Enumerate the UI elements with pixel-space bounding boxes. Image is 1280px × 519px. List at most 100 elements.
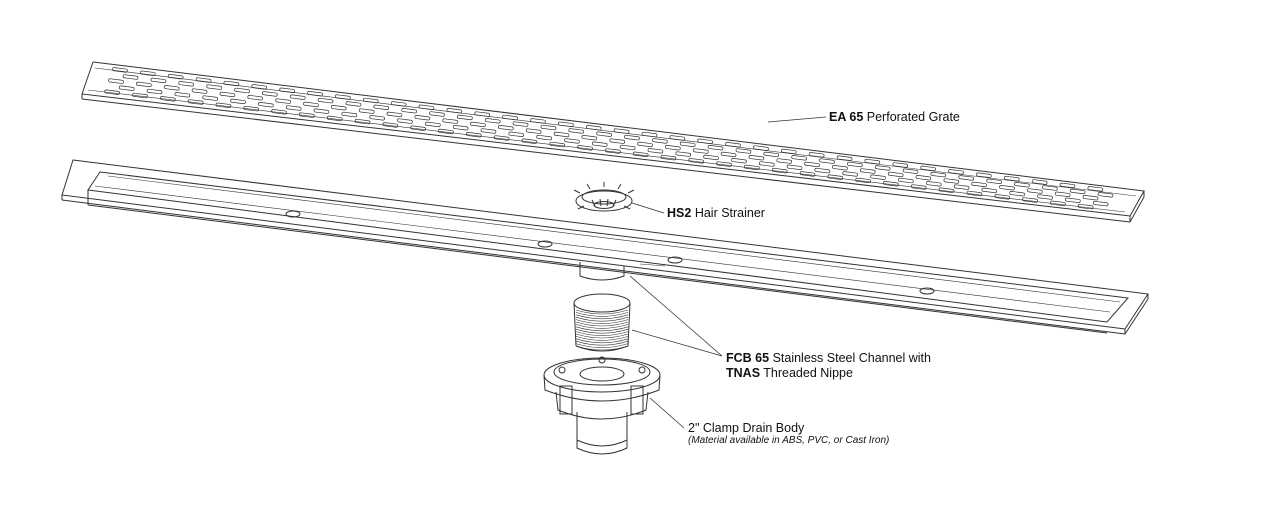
grate-slot	[122, 74, 139, 80]
grate-slot	[669, 135, 686, 141]
grate-slot	[303, 101, 319, 108]
grate-slot	[971, 181, 987, 188]
grate-slot	[530, 118, 546, 124]
grate-slot	[498, 125, 514, 131]
grate-slot	[716, 161, 732, 167]
thread-line	[575, 316, 629, 322]
grate-slot	[870, 174, 886, 180]
leader-lines	[629, 116, 827, 429]
grate-slot	[150, 77, 167, 84]
grate-slot	[108, 78, 124, 84]
grate-slot	[139, 70, 156, 76]
grate-slot	[688, 158, 705, 164]
grate-slot	[836, 155, 853, 161]
grate-slot	[938, 187, 955, 193]
grate-slot	[735, 148, 752, 154]
grate-slot	[160, 96, 176, 102]
grate-slot	[892, 162, 909, 168]
grate-slot	[776, 158, 793, 164]
grate-slot	[187, 99, 204, 105]
thread-line	[575, 336, 629, 341]
grate-code: EA 65	[829, 110, 864, 124]
grate-slot	[799, 171, 816, 177]
grate-slot	[558, 121, 574, 127]
grate-slot	[883, 181, 899, 187]
grate-slot	[1009, 191, 1025, 197]
grate-slot	[647, 148, 664, 154]
grate-slot	[763, 151, 780, 158]
grate-slot	[112, 67, 128, 73]
grate-slot	[299, 112, 315, 118]
grate-slot	[425, 121, 441, 128]
threaded-nipple	[573, 293, 631, 352]
thread-line	[575, 326, 629, 332]
grate-slot	[915, 175, 932, 181]
thread-line	[575, 328, 629, 334]
grate-slot	[215, 102, 232, 108]
thread-line	[575, 312, 629, 317]
grate-slot	[1027, 188, 1043, 194]
grate-slot	[206, 84, 222, 90]
grate-slot	[814, 167, 831, 174]
grate-slot	[864, 158, 881, 165]
grate-slot	[317, 97, 334, 104]
grate-slot	[521, 138, 538, 144]
grate-slot	[847, 161, 863, 168]
grate-slot	[842, 171, 859, 177]
grate-slot	[289, 94, 306, 100]
grate-slot	[146, 88, 163, 95]
grate-slot	[223, 80, 240, 87]
grate-slot	[994, 194, 1011, 200]
thread-line	[575, 331, 629, 336]
grate-slot	[362, 97, 379, 104]
channel-label: FCB 65 Stainless Steel Channel with TNAS…	[726, 351, 931, 381]
grate-slot	[910, 184, 927, 190]
grate-slot	[819, 158, 835, 164]
grate-slot	[195, 77, 212, 83]
grate-slot	[675, 151, 692, 157]
grate-slot	[619, 144, 636, 151]
grate-slot	[771, 167, 788, 174]
grate-slot	[493, 135, 510, 141]
grate-slot	[902, 168, 919, 174]
grate-slot	[330, 105, 347, 111]
grate-slot	[386, 111, 403, 118]
strainer-text: Hair Strainer	[694, 206, 765, 220]
grate-slot	[178, 81, 195, 87]
grate-slot	[174, 92, 191, 98]
clamp-drain-body	[543, 356, 661, 455]
grate-slot	[692, 148, 709, 154]
grate-slot	[1059, 182, 1076, 189]
thread-line	[575, 321, 629, 327]
grate-slot	[313, 108, 330, 114]
grate-slot	[609, 138, 626, 144]
grate-slot	[1087, 186, 1104, 192]
grate-slot	[136, 81, 152, 88]
grate-slot	[401, 108, 417, 114]
grate-slot	[697, 138, 713, 144]
channel-code: FCB 65	[726, 351, 770, 365]
grate-slot	[898, 177, 914, 184]
grate-slot	[731, 158, 747, 164]
thread-line	[575, 309, 629, 315]
grate-slot	[429, 111, 445, 117]
grate-slot	[660, 154, 677, 161]
grate-slot	[163, 85, 180, 91]
grate-slot	[243, 105, 260, 112]
grate-slot	[976, 172, 992, 178]
grate-slot	[525, 128, 542, 134]
grate-slot	[262, 91, 278, 97]
grate-slot	[258, 102, 274, 108]
grate-slot	[930, 171, 947, 178]
grate-slot	[191, 88, 208, 94]
grate-slot	[613, 128, 630, 134]
grate-slot	[536, 134, 552, 141]
grate-slot	[855, 177, 871, 184]
grate-slot	[167, 74, 184, 80]
grate-slot	[791, 155, 807, 161]
grate-slot	[596, 131, 612, 137]
grate-slot	[1031, 179, 1048, 185]
grate-slot	[958, 175, 975, 181]
grate-slot	[827, 174, 844, 180]
grate-slot	[1042, 185, 1058, 191]
